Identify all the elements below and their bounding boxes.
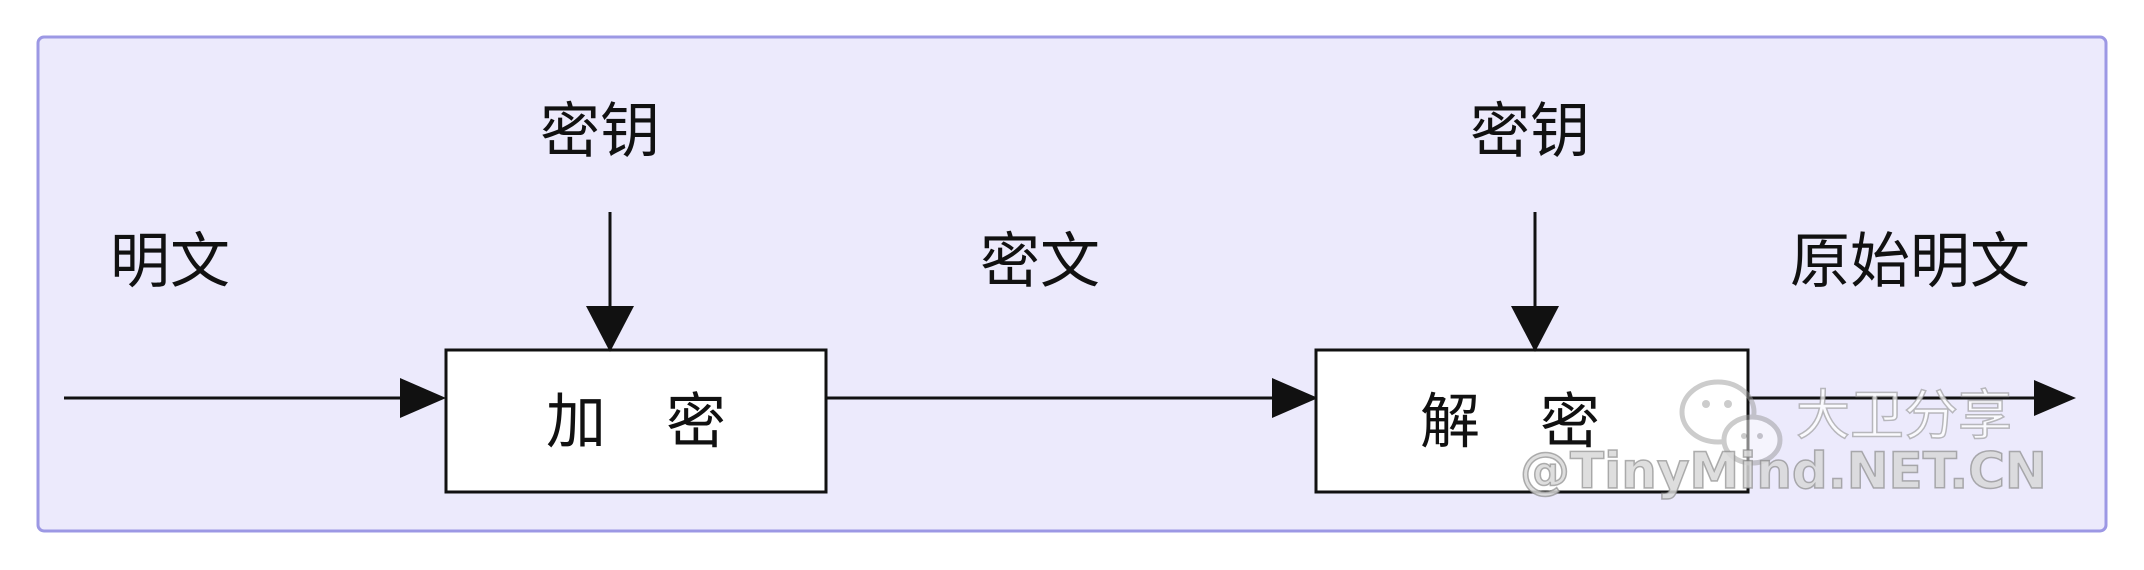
ciphertext-label: 密文 (980, 227, 1100, 297)
key-decrypt-label: 密钥 (1470, 97, 1590, 167)
watermark-site: @TinyMind.NET.CN (1520, 442, 2047, 500)
key-encrypt-arrowhead (586, 306, 634, 352)
key-encrypt-label: 密钥 (540, 97, 660, 167)
decrypt-box (1314, 348, 1750, 494)
wechat-logo-icon (1679, 379, 1783, 466)
decrypt-box-label: 解 密 (1420, 388, 1600, 458)
encrypt-box-label: 加 密 (546, 388, 726, 458)
key-decrypt-arrowhead (1511, 306, 1559, 352)
output-arrowhead (2034, 380, 2076, 416)
plaintext-arrowhead (400, 378, 446, 418)
plaintext-label: 明文 (110, 227, 230, 297)
watermark-account: 大卫分享 (1796, 384, 2012, 447)
encrypt-box (444, 348, 828, 494)
original-plaintext-label: 原始明文 (1790, 227, 2030, 297)
ciphertext-arrowhead (1272, 378, 1318, 418)
